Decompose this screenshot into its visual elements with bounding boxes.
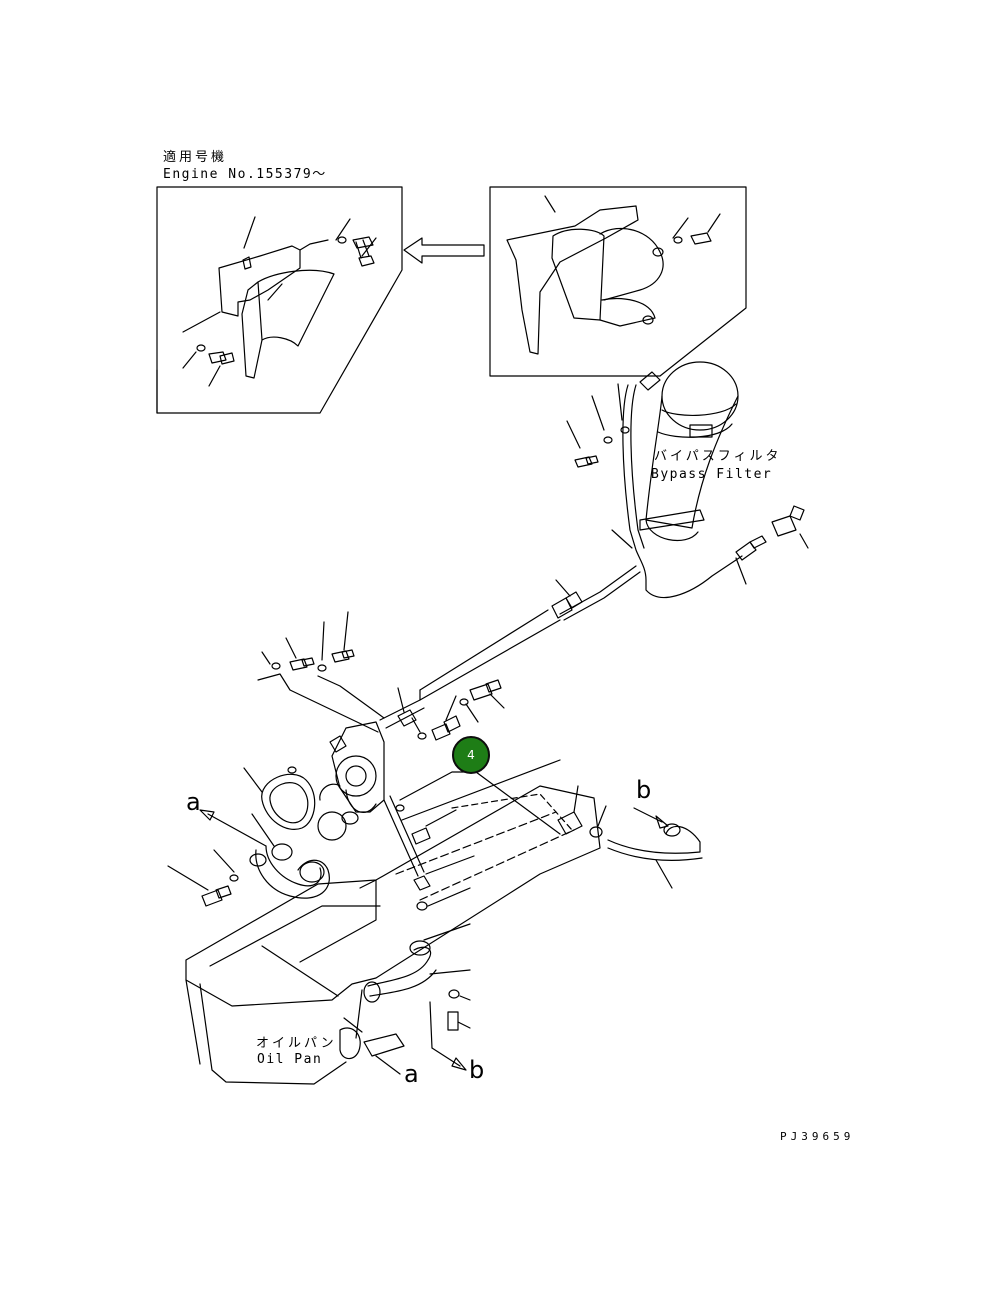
bypass-filter-drawing	[420, 362, 808, 700]
reference-b-bottom: b	[469, 1056, 485, 1084]
oil-pump-drawing	[168, 612, 560, 906]
applicability-label-jp: 適用号機	[163, 150, 228, 165]
bypass-filter-label-jp: バイパスフィルタ	[654, 449, 782, 464]
reference-b-top: b	[636, 776, 652, 804]
inset-left	[157, 187, 402, 413]
inset-arrow	[404, 238, 484, 263]
drawing-code: PJ39659	[780, 1130, 855, 1143]
oil-pan-drawing	[186, 760, 702, 1084]
inset-right	[490, 187, 746, 376]
oil-pan-label-en: Oil Pan	[257, 1052, 323, 1067]
callout-badge[interactable]: 4	[452, 736, 490, 774]
bypass-filter-label-en: Bypass Filter	[651, 467, 773, 482]
reference-a-bottom: a	[404, 1060, 419, 1088]
engine-number-label: Engine No.155379〜	[163, 167, 327, 182]
oil-pan-label-jp: オイルパン	[256, 1036, 337, 1051]
reference-a-top: a	[186, 788, 201, 816]
